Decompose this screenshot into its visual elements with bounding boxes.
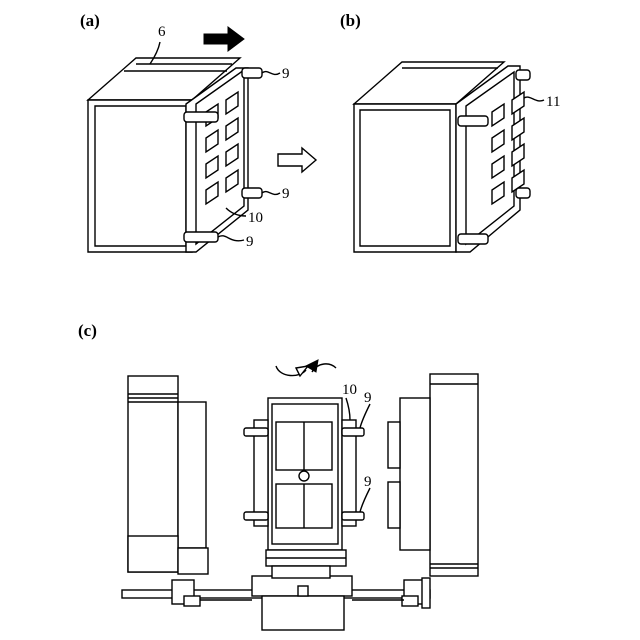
arrow-right-solid-icon bbox=[204, 27, 244, 51]
arrow-right-outline-icon bbox=[278, 148, 316, 172]
panel-b: (b) bbox=[340, 11, 560, 252]
rail-track bbox=[122, 566, 430, 630]
ref-10: 10 bbox=[248, 210, 263, 226]
ref-9-mid: 9 bbox=[282, 186, 290, 202]
ref-6: 6 bbox=[158, 24, 166, 40]
panel-a: (a) bbox=[80, 11, 290, 252]
panel-c-label: (c) bbox=[78, 321, 97, 340]
ref-11: 11 bbox=[546, 94, 560, 110]
center-holder bbox=[244, 398, 364, 566]
rotate-arrows-icon bbox=[276, 360, 336, 376]
right-station bbox=[388, 374, 478, 576]
ref-9-c-bottom: 9 bbox=[364, 474, 372, 490]
ref-9-bottom: 9 bbox=[246, 234, 254, 250]
ref-10-c: 10 bbox=[342, 382, 357, 398]
left-station bbox=[128, 376, 208, 574]
ref-9-top: 9 bbox=[282, 66, 290, 82]
panel-c: (c) bbox=[78, 321, 478, 630]
panel-b-label: (b) bbox=[340, 11, 361, 30]
ref-9-c-top: 9 bbox=[364, 390, 372, 406]
panel-a-label: (a) bbox=[80, 11, 100, 30]
